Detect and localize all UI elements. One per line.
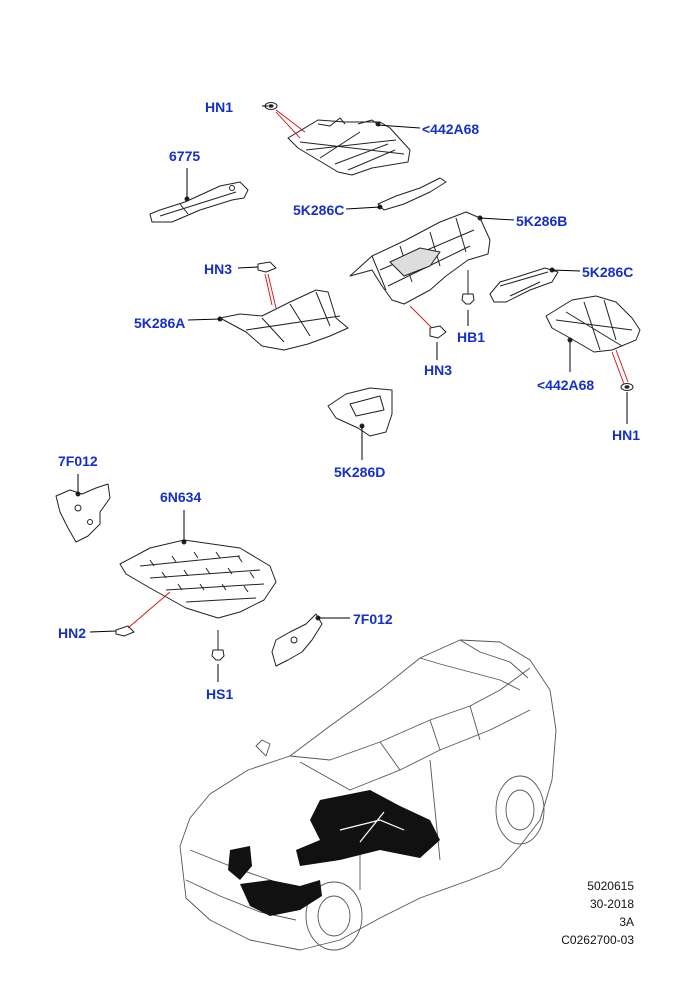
label-442a68-top: <442A68	[422, 121, 480, 137]
footer-code-1: 5020615	[587, 879, 634, 893]
washer-hn1-right	[620, 383, 634, 391]
label-5k286d: 5K286D	[334, 464, 386, 480]
label-hb1: HB1	[457, 329, 486, 345]
bolt-hb1	[461, 270, 475, 305]
label-5k286a: 5K286A	[134, 315, 186, 331]
label-7f012-right: 7F012	[353, 611, 393, 627]
undertray-part-6n634	[119, 539, 277, 619]
label-6n634: 6N634	[160, 489, 202, 505]
heat-strip-part-5k286c-right	[489, 267, 559, 303]
clip-hn3-left	[257, 261, 277, 273]
heat-shield-part-5k286d	[327, 387, 393, 437]
footer-code-4: C0262700-03	[561, 933, 634, 947]
label-5k286b: 5K286B	[516, 213, 568, 229]
heat-shield-part-5k286b	[349, 211, 491, 305]
vehicle-highlighted-parts	[228, 790, 440, 916]
label-5k286c-right: 5K286C	[582, 264, 634, 280]
bracket-part-7f012-right	[271, 613, 323, 667]
label-hn1-top: HN1	[205, 99, 234, 115]
footer-code-2: 30-2018	[589, 897, 634, 911]
label-7f012-left: 7F012	[58, 453, 98, 469]
label-hn2: HN2	[58, 625, 87, 641]
clip-hn2	[115, 625, 135, 637]
fastener-leaders	[127, 109, 629, 629]
floor-tray-part-top	[287, 117, 411, 176]
label-hn3-left: HN3	[204, 261, 233, 277]
label-5k286c-mid: 5K286C	[293, 202, 345, 218]
clip-hn3-mid	[429, 325, 447, 339]
floor-tray-part-right	[545, 295, 641, 353]
leader-lines	[77, 105, 628, 682]
label-6775: 6775	[169, 148, 201, 164]
screw-hs1	[211, 630, 225, 661]
washer-hn1-top	[264, 102, 278, 110]
heat-strip-part-5k286c-mid	[377, 177, 447, 211]
label-hn3-mid: HN3	[424, 362, 453, 378]
bracket-part-6775	[149, 181, 249, 223]
label-hs1: HS1	[206, 686, 234, 702]
label-hn1-right: HN1	[612, 427, 641, 443]
vehicle-highlight-lines	[339, 811, 405, 843]
heat-shield-part-5k286a	[217, 289, 349, 351]
bracket-part-7f012-left	[55, 483, 111, 543]
footer-code-3: 3A	[619, 915, 634, 929]
label-442a68-right: <442A68	[537, 377, 595, 393]
